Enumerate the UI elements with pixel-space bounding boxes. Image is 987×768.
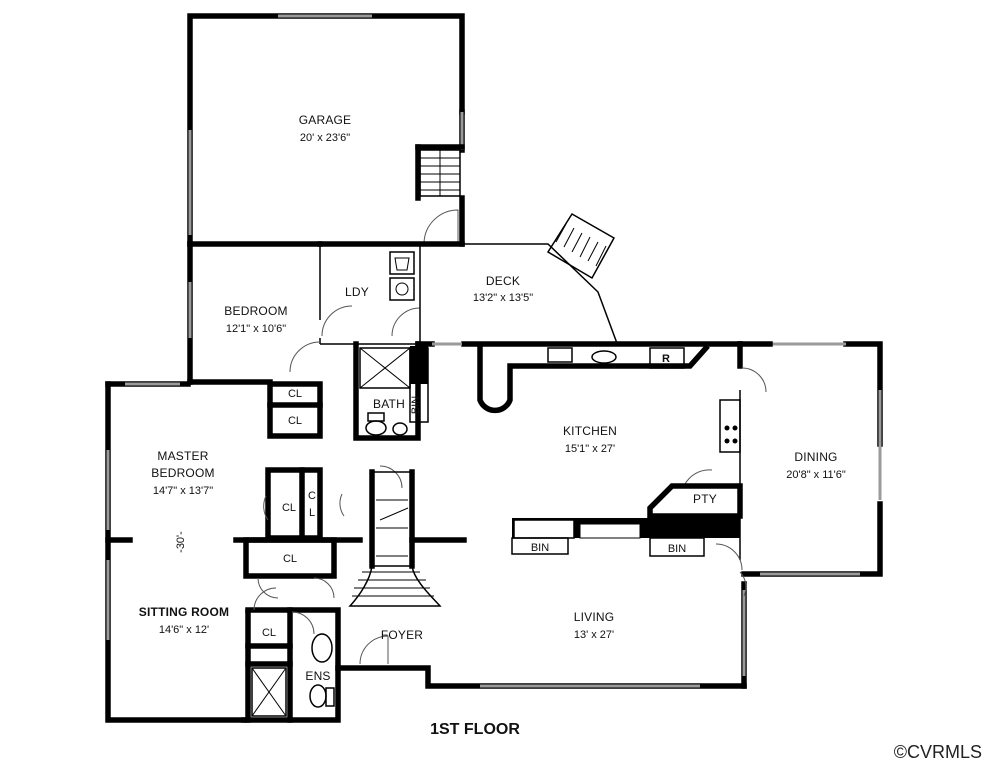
master-label-line2: BEDROOM (151, 466, 214, 480)
dining-dims: 20'8" x 11'6" (786, 469, 846, 481)
dining-label: DINING (794, 450, 837, 464)
foyer-label: FOYER (381, 628, 423, 642)
ensuite-label: ENS (305, 669, 330, 683)
bedroom-closets (267, 381, 323, 439)
pantry-label: PTY (693, 492, 717, 506)
closet-label-2: CL (288, 415, 302, 427)
kitchen-label: KITCHEN (563, 424, 617, 438)
closet-label-3: CL (282, 502, 296, 514)
bedroom-walls (187, 241, 465, 385)
deck-label: DECK (486, 274, 520, 288)
pantry (647, 483, 743, 519)
floor-title: 1ST FLOOR (430, 721, 520, 738)
laundry-label: LDY (345, 285, 369, 299)
main-stairs (348, 469, 442, 607)
closet-label-6: CL (262, 627, 276, 639)
copyright-watermark: ©CVRMLS (894, 742, 982, 762)
main-walls (105, 341, 883, 723)
ceiling-note: -30'- (175, 531, 187, 553)
closet-label-1: CL (288, 388, 302, 400)
sitting-room-label: SITTING ROOM (139, 605, 229, 619)
kitchen-counters (477, 343, 741, 453)
fridge-label: R (662, 353, 670, 365)
deck-outline (419, 243, 619, 347)
bath-walls (353, 341, 429, 441)
bath-fixtures (365, 412, 408, 436)
master-dims: 14'7" x 13'7" (153, 485, 213, 497)
bedroom-dims: 12'1" x 10'6" (226, 323, 286, 335)
bin-label-2: BIN (668, 543, 686, 555)
closet-label-4-c: C (308, 490, 316, 502)
living-label: LIVING (574, 610, 615, 624)
bedroom-label: BEDROOM (224, 304, 287, 318)
garage-label: GARAGE (299, 113, 352, 127)
closet-label-4-l: L (309, 507, 315, 519)
living-dims: 13' x 27' (574, 629, 614, 641)
bath-label: BATH (373, 397, 405, 411)
closet-label-5: CL (283, 553, 297, 565)
master-label-line1: MASTER (157, 449, 208, 463)
master-interior-walls (105, 467, 467, 723)
kitchen-island (511, 518, 740, 557)
sitting-room-dims: 14'6" x 12' (159, 624, 209, 636)
garage-walls (187, 13, 465, 247)
garage-dims: 20' x 23'6" (300, 132, 350, 144)
deck-stairs (546, 212, 616, 280)
bath-bin-label: BIN (410, 396, 422, 414)
bin-label-1: BIN (531, 542, 549, 554)
garage-stairs (419, 149, 461, 197)
ensuite-fixtures (309, 633, 335, 708)
deck-dims: 13'2" x 13'5" (473, 292, 533, 304)
washer-dryer (389, 251, 415, 301)
kitchen-dims: 15'1" x 27' (565, 443, 615, 455)
